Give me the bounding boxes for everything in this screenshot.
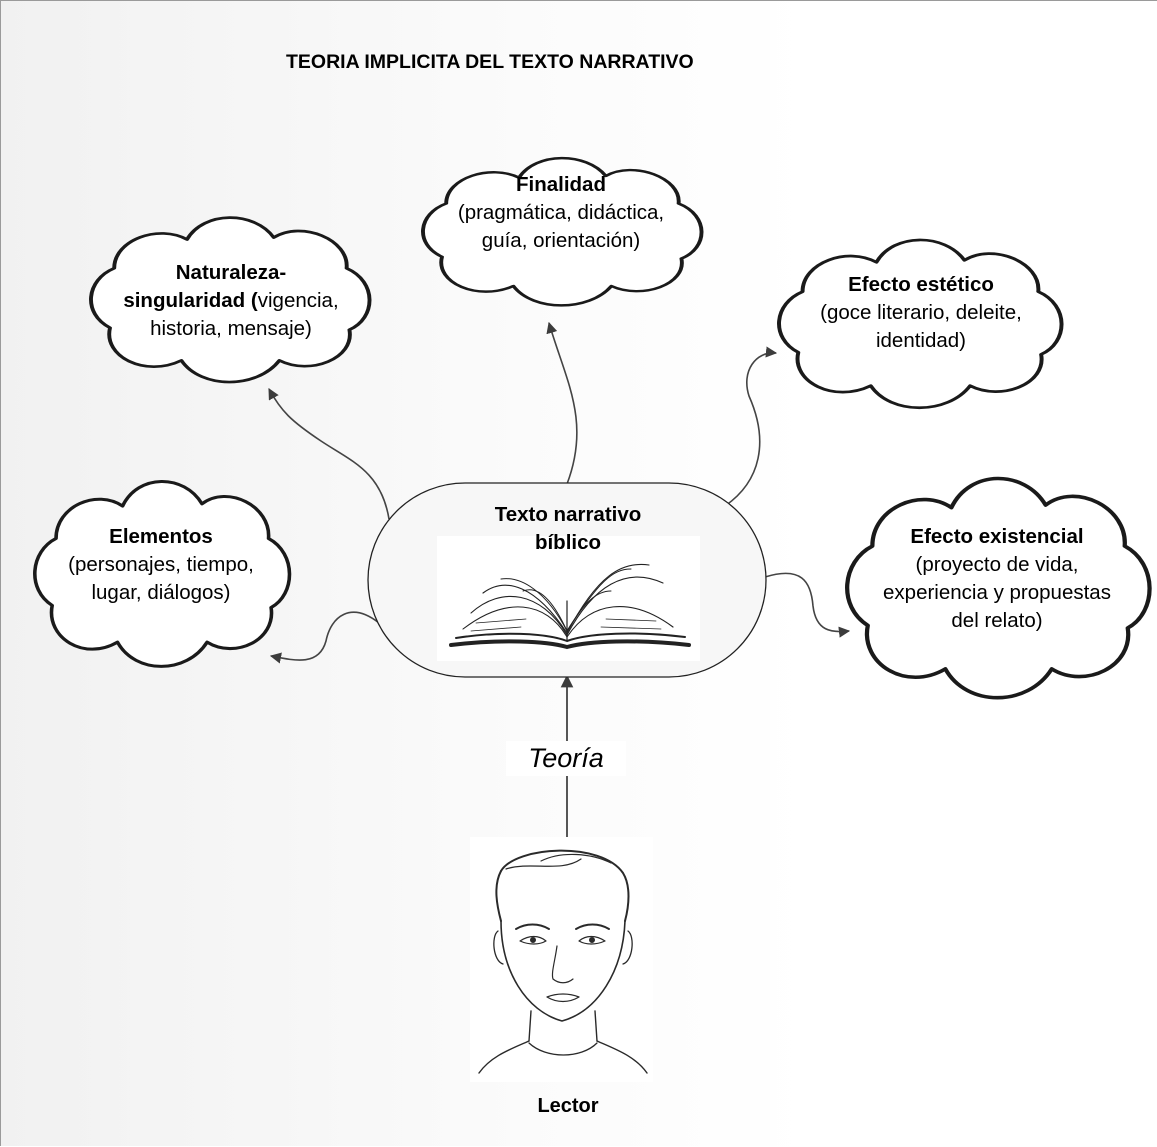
cloud-efecto-existencial bbox=[845, 476, 1152, 700]
naturaleza-line-2-rest: vigencia, bbox=[257, 289, 339, 312]
elementos-label: Elementos (personajes, tiempo, lugar, di… bbox=[36, 523, 286, 607]
face-icon bbox=[478, 849, 648, 1074]
efecto-existencial-label: Efecto existencial (proyecto de vida, ex… bbox=[847, 523, 1147, 635]
face-image-frame bbox=[470, 837, 653, 1082]
efecto-existencial-line-2: experiencia y propuestas bbox=[883, 581, 1111, 604]
efecto-estetico-line-2: identidad) bbox=[875, 329, 967, 352]
center-label: Texto narrativo bíblico bbox=[433, 501, 703, 557]
cloud-efecto-estetico bbox=[777, 238, 1064, 410]
efecto-existencial-line-1: (proyecto de vida, bbox=[915, 553, 1079, 576]
open-book-icon bbox=[449, 563, 691, 650]
efecto-estetico-title: Efecto estético bbox=[848, 273, 994, 296]
finalidad-label: Finalidad (pragmática, didáctica, guía, … bbox=[411, 171, 711, 255]
connector-center-to-efecto-estetico bbox=[724, 346, 778, 507]
naturaleza-label: Naturaleza- singularidad (vigencia, hist… bbox=[86, 259, 376, 343]
connector-center-to-naturaleza bbox=[268, 388, 390, 520]
finalidad-title: Finalidad bbox=[516, 173, 606, 196]
finalidad-line-1: (pragmática, didáctica, bbox=[457, 201, 665, 224]
efecto-estetico-label: Efecto estético (goce literario, deleite… bbox=[776, 271, 1066, 355]
finalidad-line-2: guía, orientación) bbox=[481, 229, 641, 252]
naturaleza-line-3: historia, mensaje) bbox=[150, 317, 312, 340]
elementos-title: Elementos bbox=[109, 525, 213, 548]
diagram-title: TEORIA IMPLICITA DEL TEXTO NARRATIVO bbox=[286, 51, 694, 73]
lector-label: Lector bbox=[537, 1095, 599, 1117]
elementos-line-1: (personajes, tiempo, bbox=[68, 553, 254, 576]
connector-center-to-efecto-existencial bbox=[764, 572, 851, 638]
connector-center-to-finalidad bbox=[546, 321, 578, 485]
naturaleza-title-2: singularidad ( bbox=[123, 289, 258, 312]
teoria-label: Teoría bbox=[506, 741, 626, 776]
naturaleza-title: Naturaleza- bbox=[175, 261, 287, 284]
elementos-line-2: lugar, diálogos) bbox=[91, 581, 231, 604]
center-title-line2: bíblico bbox=[534, 531, 602, 554]
cloud-finalidad bbox=[421, 157, 704, 307]
efecto-existencial-title: Efecto existencial bbox=[910, 525, 1084, 548]
cloud-elementos bbox=[33, 480, 292, 668]
efecto-estetico-line-1: (goce literario, deleite, bbox=[820, 301, 1022, 324]
center-title-line1: Texto narrativo bbox=[494, 503, 642, 526]
connector-center-to-elementos bbox=[269, 611, 380, 664]
naturaleza-line-2: singularidad (vigencia, bbox=[86, 287, 376, 315]
cloud-naturaleza bbox=[89, 216, 372, 384]
efecto-existencial-line-3: del relato) bbox=[951, 609, 1043, 632]
